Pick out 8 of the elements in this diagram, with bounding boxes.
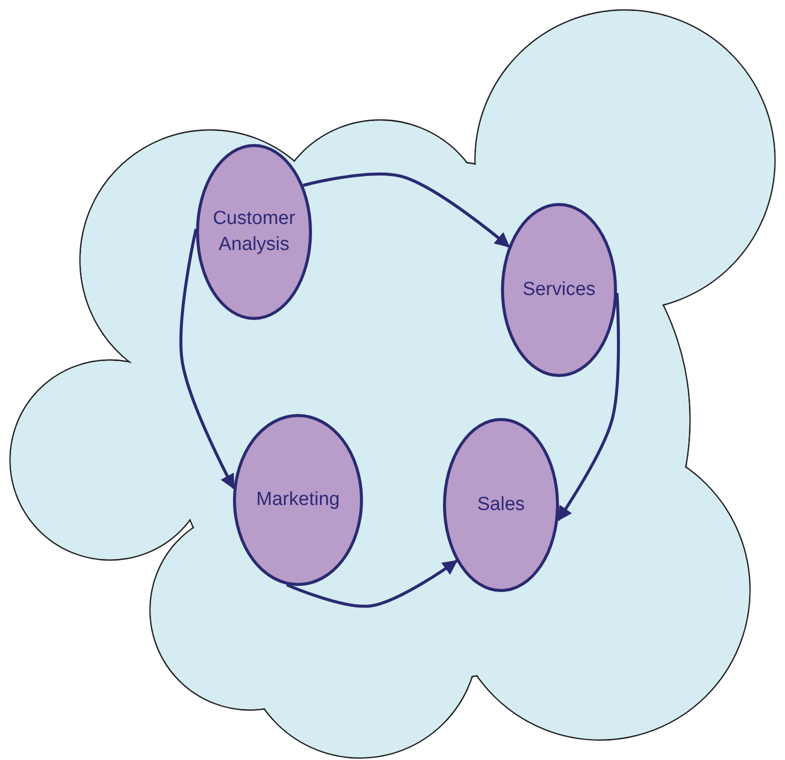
node-label: Marketing xyxy=(256,488,340,512)
node-label: Services xyxy=(522,278,596,302)
arrow xyxy=(556,292,620,522)
arrow xyxy=(302,172,510,248)
arrow xyxy=(179,228,235,490)
node-label: Sales xyxy=(477,493,525,518)
node-label: Customer Analysis xyxy=(212,207,296,257)
arrow xyxy=(286,560,458,608)
